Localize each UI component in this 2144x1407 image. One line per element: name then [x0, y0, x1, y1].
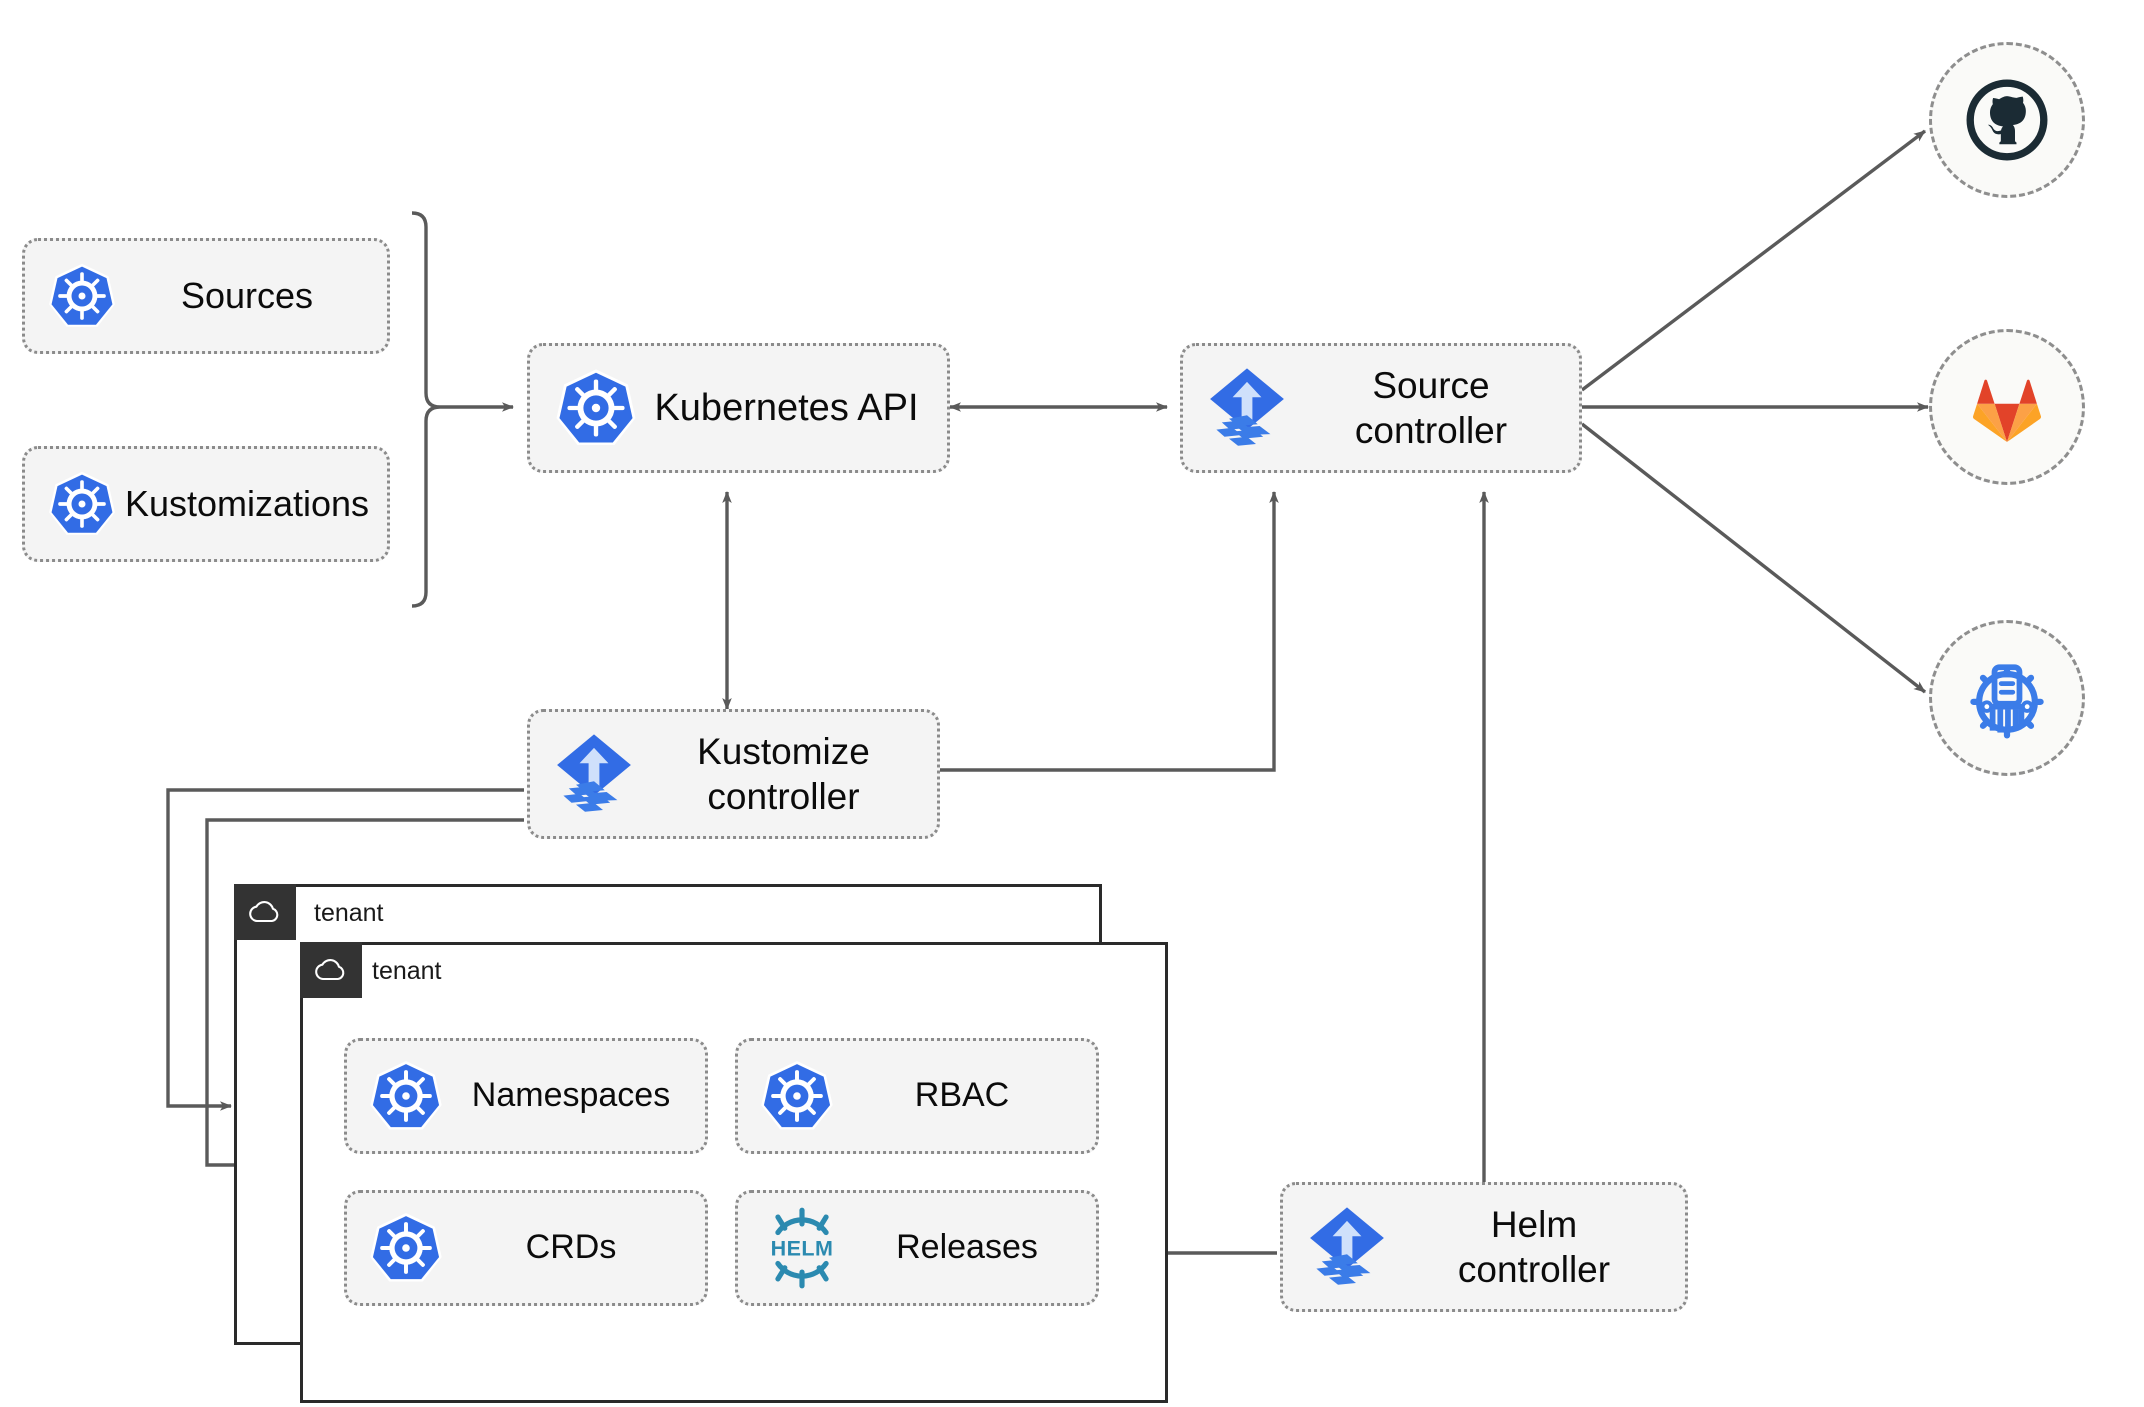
- node-kustomizations[interactable]: Kustomizations: [22, 446, 390, 562]
- node-crds[interactable]: CRDs: [344, 1190, 708, 1306]
- kubernetes-icon: [41, 261, 123, 331]
- kubernetes-icon: [361, 1210, 451, 1286]
- provider-helm-repository[interactable]: [1929, 620, 2085, 776]
- tenant-label-back: tenant: [314, 899, 384, 927]
- tenant-tab-back: [234, 884, 296, 940]
- node-label: Releases: [896, 1228, 1038, 1267]
- helm-wordmark: HELM: [771, 1237, 834, 1261]
- node-label: Kubernetes API: [654, 386, 919, 429]
- flux-icon: [1297, 1202, 1397, 1292]
- node-label: Helm controller: [1457, 1203, 1611, 1290]
- node-label: Kustomize controller: [697, 730, 870, 817]
- node-releases[interactable]: HELM Releases: [735, 1190, 1099, 1306]
- cloud-icon: [249, 901, 279, 923]
- kubernetes-icon: [752, 1058, 842, 1134]
- node-label: Kustomizations: [124, 483, 370, 525]
- node-source-controller[interactable]: Source controller: [1180, 343, 1582, 473]
- tenant-frame-front[interactable]: [300, 942, 1168, 1403]
- gitlab-icon: [1973, 379, 2041, 442]
- node-kubernetes-api[interactable]: Kubernetes API: [527, 343, 950, 473]
- flux-icon: [544, 729, 644, 819]
- kubernetes-icon: [361, 1058, 451, 1134]
- node-label: Source controller: [1354, 364, 1508, 451]
- node-rbac[interactable]: RBAC: [735, 1038, 1099, 1154]
- node-label: Namespaces: [471, 1076, 671, 1115]
- helm-icon: HELM: [752, 1205, 852, 1291]
- helm-repository-icon: [1970, 664, 2044, 739]
- node-sources[interactable]: Sources: [22, 238, 390, 354]
- node-kustomize-controller[interactable]: Kustomize controller: [527, 709, 940, 839]
- kubernetes-icon: [41, 469, 123, 539]
- node-helm-controller[interactable]: Helm controller: [1280, 1182, 1688, 1312]
- provider-github[interactable]: [1929, 42, 2085, 198]
- tenant-tab-front: [300, 942, 362, 998]
- cloud-icon: [315, 959, 345, 981]
- node-namespaces[interactable]: Namespaces: [344, 1038, 708, 1154]
- tenant-label-front: tenant: [372, 957, 442, 985]
- github-icon: [1966, 79, 2048, 161]
- node-label: Sources: [180, 275, 314, 317]
- provider-gitlab[interactable]: [1929, 329, 2085, 485]
- kubernetes-icon: [548, 366, 644, 450]
- node-label: CRDs: [525, 1228, 617, 1267]
- node-label: RBAC: [914, 1076, 1010, 1115]
- flux-icon: [1197, 363, 1297, 453]
